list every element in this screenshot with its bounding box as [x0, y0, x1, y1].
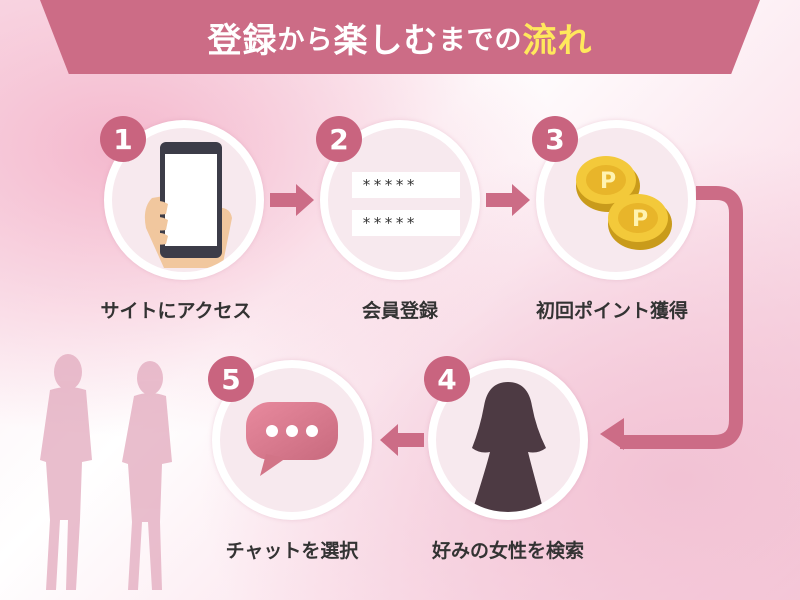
title-part-2: から	[277, 24, 334, 56]
step-1: 1	[100, 116, 264, 280]
background-silhouettes-icon	[40, 354, 172, 590]
step-5: 5	[208, 356, 372, 520]
title-accent: 流れ	[522, 20, 593, 61]
point-coins-icon: P P	[576, 156, 672, 250]
step-3-number: 3	[532, 116, 578, 162]
step-2-circle: ***** *****	[320, 120, 480, 280]
step-4: 4	[424, 356, 588, 520]
smartphone-hand-icon	[144, 142, 232, 268]
step-1-label: サイトにアクセス	[100, 300, 252, 322]
step-3: P P 3	[532, 116, 696, 280]
arrow-3-to-4-icon	[600, 186, 743, 450]
step-5-number: 5	[208, 356, 254, 402]
woman-silhouette-icon	[472, 382, 546, 512]
title-part-1: 登録	[207, 20, 278, 61]
arrow-2-to-3-icon	[486, 184, 530, 216]
title-part-3: 楽しむ	[333, 20, 439, 61]
step-2: ***** ***** 2	[316, 116, 480, 280]
arrow-4-to-5-icon	[380, 424, 424, 456]
password-field-2: *****	[352, 210, 460, 236]
arrow-1-to-2-icon	[270, 184, 314, 216]
step-4-label: 好みの女性を検索	[431, 540, 584, 562]
step-2-label: 会員登録	[361, 300, 438, 322]
step-1-circle	[104, 120, 264, 280]
step-5-label: チャットを選択	[225, 540, 359, 562]
step-4-number: 4	[424, 356, 470, 402]
password-field-1: *****	[352, 172, 460, 198]
coin-1-glyph: P	[600, 169, 616, 194]
coin-2-glyph: P	[632, 207, 648, 232]
title-banner: 登録から楽しむまでの流れ	[40, 0, 760, 74]
step-2-number: 2	[316, 116, 362, 162]
title-part-4: までの	[438, 24, 523, 56]
step-3-label: 初回ポイント獲得	[535, 300, 688, 322]
step-1-number: 1	[100, 116, 146, 162]
chat-bubble-icon	[246, 402, 338, 476]
